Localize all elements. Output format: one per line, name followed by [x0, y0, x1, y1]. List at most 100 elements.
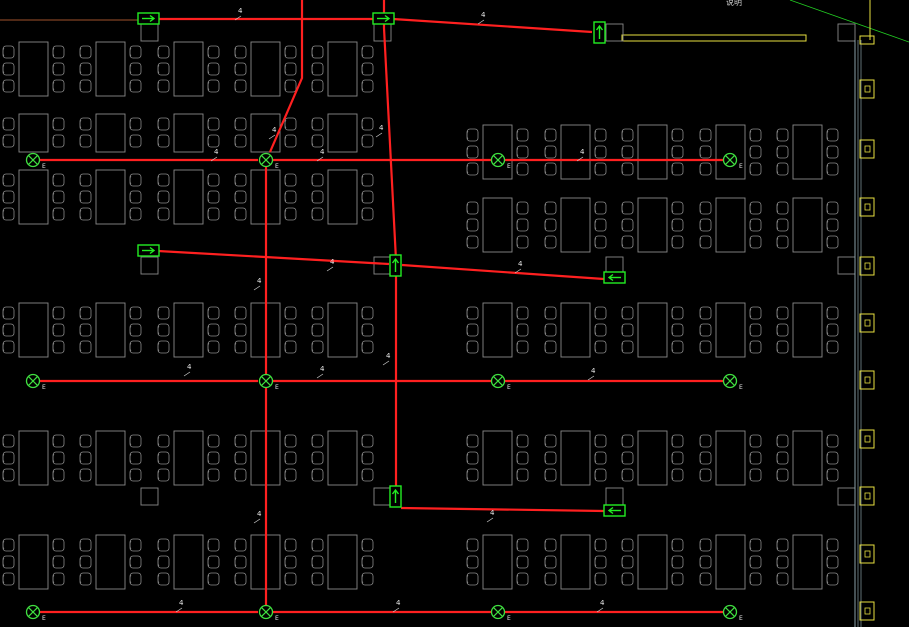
chair-back: [284, 192, 287, 202]
table-group: [776, 534, 839, 590]
chair-back: [826, 130, 829, 140]
chair-back: [361, 557, 364, 567]
chair-back: [699, 147, 702, 157]
table: [173, 169, 204, 225]
chair-back: [207, 119, 210, 129]
table-group: [699, 430, 762, 486]
chair-back: [52, 325, 55, 335]
table-group: [2, 169, 65, 225]
table: [18, 169, 49, 225]
chair-back: [671, 203, 674, 213]
chair-back: [671, 130, 674, 140]
chair-back: [699, 203, 702, 213]
table-group: [157, 113, 220, 153]
chair-back: [311, 308, 314, 318]
table: [637, 197, 668, 253]
chair-back: [207, 453, 210, 463]
exit-arrow-icon: [603, 504, 626, 517]
chair-back: [52, 64, 55, 74]
chair-back: [79, 64, 82, 74]
chair-back: [544, 436, 547, 446]
chair-back: [234, 574, 237, 584]
chair-back: [79, 192, 82, 202]
circuit-tick: [587, 375, 595, 381]
chair-back: [749, 164, 752, 174]
wall-pier: [859, 601, 875, 621]
chair-back: [594, 342, 597, 352]
chair-back: [234, 540, 237, 550]
chair-back: [776, 436, 779, 446]
chair-back: [776, 147, 779, 157]
chair-back: [129, 470, 132, 480]
chair-back: [52, 342, 55, 352]
chair-back: [544, 453, 547, 463]
chair-back: [776, 308, 779, 318]
chair-back: [129, 175, 132, 185]
circuit-label: 4: [320, 148, 325, 156]
chair-back: [544, 574, 547, 584]
chair-back: [207, 175, 210, 185]
chair-back: [157, 136, 160, 146]
chair-back: [284, 119, 287, 129]
lamp-tag: E: [739, 615, 743, 622]
chair-back: [79, 436, 82, 446]
chair-back: [594, 203, 597, 213]
chair-back: [516, 453, 519, 463]
table-group: [157, 41, 220, 97]
chair-back: [749, 557, 752, 567]
chair-back: [621, 220, 624, 230]
chair-back: [826, 540, 829, 550]
chair-back: [671, 540, 674, 550]
chair-back: [284, 453, 287, 463]
chair-back: [516, 342, 519, 352]
chair-back: [671, 342, 674, 352]
table: [95, 302, 126, 358]
chair-back: [621, 557, 624, 567]
circuit-label: 4: [481, 11, 486, 19]
table: [95, 534, 126, 590]
chair-back: [621, 237, 624, 247]
chair-back: [129, 192, 132, 202]
table-group: [699, 197, 762, 253]
table-group: [157, 169, 220, 225]
table: [327, 113, 358, 153]
exit-arrow-icon: [389, 485, 402, 508]
chair-back: [2, 119, 5, 129]
chair-back: [79, 574, 82, 584]
circuit-label: 4: [386, 352, 391, 360]
chair-back: [311, 119, 314, 129]
circuit-tick: [210, 156, 218, 162]
table: [560, 534, 591, 590]
table-group: [79, 169, 142, 225]
chair-back: [284, 574, 287, 584]
table: [95, 41, 126, 97]
table-group: [79, 41, 142, 97]
chair-back: [129, 47, 132, 57]
chair-back: [129, 119, 132, 129]
circuit-label: 4: [591, 367, 596, 375]
chair-back: [361, 81, 364, 91]
chair-back: [826, 453, 829, 463]
chair-back: [79, 136, 82, 146]
chair-back: [466, 164, 469, 174]
wall-pier-core: [864, 203, 871, 211]
lamp-tag: E: [42, 384, 46, 391]
chair-back: [2, 175, 5, 185]
chair-back: [594, 164, 597, 174]
table: [715, 430, 746, 486]
chair-back: [52, 540, 55, 550]
circuit-label: 4: [518, 260, 523, 268]
wall-pier: [859, 313, 875, 333]
crossed-circle-icon: E: [722, 373, 743, 391]
chair-back: [749, 342, 752, 352]
table: [637, 302, 668, 358]
table-group: [311, 534, 374, 590]
wall-pier: [859, 486, 875, 506]
chair-back: [544, 220, 547, 230]
chair-back: [284, 325, 287, 335]
table: [560, 302, 591, 358]
circuit-tick: [175, 607, 183, 613]
exit-arrow-icon: [593, 21, 606, 44]
table: [792, 197, 823, 253]
